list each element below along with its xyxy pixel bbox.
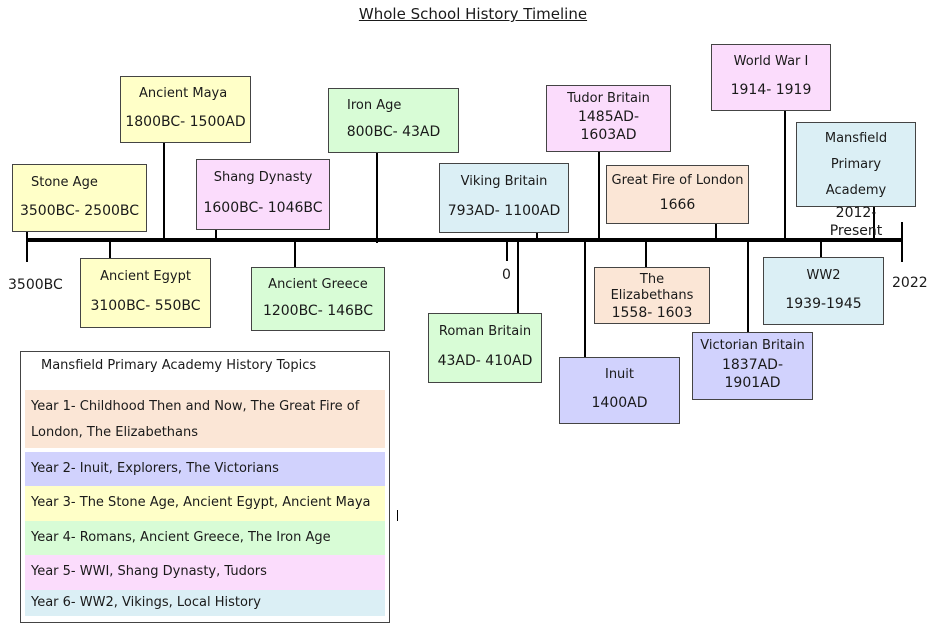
event-name: Inuit xyxy=(604,367,635,383)
axis-zero-label: 0 xyxy=(502,267,511,283)
event-dates: 1200BC- 146BC xyxy=(262,302,374,319)
event-dates: 1600BC- 1046BC xyxy=(203,199,323,216)
event-name: WW2 xyxy=(806,267,841,283)
connector-inuit xyxy=(584,241,586,358)
connector-mansfield-academy xyxy=(873,206,875,240)
axis-end-tick xyxy=(901,222,903,262)
axis-zero-tick xyxy=(506,241,508,261)
event-name: Ancient Greece xyxy=(268,276,368,292)
event-dates: 1485AD- 1603AD xyxy=(577,109,640,144)
event-name: Stone Age xyxy=(31,174,98,190)
event-name: World War I xyxy=(733,54,809,70)
connector-ancient-greece xyxy=(294,241,296,268)
event-mansfield-primary-academy: Mansfield Primary Academy 2012- Present xyxy=(796,122,916,239)
event-dates: 3100BC- 550BC xyxy=(90,298,201,314)
event-name: Ancient Maya xyxy=(139,86,228,102)
connector-victorian-britain xyxy=(747,241,749,333)
event-name: Ancient Egypt xyxy=(100,269,191,284)
event-ancient-maya: Ancient Maya 1800BC- 1500AD xyxy=(120,76,251,143)
connector-great-fire xyxy=(715,210,717,240)
event-the-elizabethans: The Elizabethans 1558- 1603 xyxy=(594,267,710,324)
event-dates: 1939-1945 xyxy=(785,295,862,312)
axis-start-label: 3500BC xyxy=(8,277,63,293)
event-name: Roman Britain xyxy=(438,324,532,339)
topics-legend: Mansfield Primary Academy History Topics… xyxy=(20,351,390,623)
event-name: Tudor Britain xyxy=(567,90,650,106)
axis-end-label: 2022 xyxy=(892,275,928,291)
timeline-axis xyxy=(26,238,903,242)
connector-roman-britain xyxy=(517,241,519,314)
legend-row-year-5: Year 5- WWI, Shang Dynasty, Tudors xyxy=(25,555,385,590)
event-ww2: WW2 1939-1945 xyxy=(763,257,884,325)
event-ancient-egypt: Ancient Egypt 3100BC- 550BC xyxy=(80,258,211,328)
legend-row-year-3: Year 3- The Stone Age, Ancient Egypt, An… xyxy=(25,486,385,521)
event-name: Victorian Britain xyxy=(700,338,805,353)
connector-ww1 xyxy=(784,110,786,240)
connector-elizabethans xyxy=(645,241,647,268)
legend-row-year-1: Year 1- Childhood Then and Now, The Grea… xyxy=(25,390,385,448)
connector-iron-age xyxy=(376,151,378,243)
event-dates: 43AD- 410AD xyxy=(437,353,533,369)
connector-ww2 xyxy=(820,241,822,258)
event-name: Shang Dynasty xyxy=(213,170,313,186)
event-stone-age: Stone Age 3500BC- 2500BC xyxy=(12,164,147,232)
stray-mark xyxy=(397,510,398,521)
legend-row-year-6: Year 6- WW2, Vikings, Local History xyxy=(25,590,385,616)
axis-start-tick xyxy=(26,224,28,262)
event-world-war-1: World War I 1914- 1919 xyxy=(711,44,831,111)
event-inuit: Inuit 1400AD xyxy=(559,357,680,424)
event-name: Mansfield Primary Academy xyxy=(824,131,888,198)
connector-ancient-egypt xyxy=(109,241,111,259)
event-dates: 800BC- 43AD xyxy=(346,124,441,141)
legend-row-year-4: Year 4- Romans, Ancient Greece, The Iron… xyxy=(25,521,385,555)
event-dates: 1400AD xyxy=(591,394,648,411)
event-name: Viking Britain xyxy=(460,174,548,189)
event-iron-age: Iron Age 800BC- 43AD xyxy=(328,88,459,153)
legend-heading: Mansfield Primary Academy History Topics xyxy=(41,358,317,373)
event-dates: 1666 xyxy=(659,196,696,213)
event-dates: 1558- 1603 xyxy=(611,305,693,321)
event-dates: 1914- 1919 xyxy=(730,81,812,98)
connector-ancient-maya xyxy=(163,141,165,240)
connector-tudor-britain xyxy=(598,151,600,240)
event-tudor-britain: Tudor Britain 1485AD- 1603AD xyxy=(546,85,671,152)
event-shang-dynasty: Shang Dynasty 1600BC- 1046BC xyxy=(196,159,330,230)
event-ancient-greece: Ancient Greece 1200BC- 146BC xyxy=(251,267,385,331)
event-viking-britain: Viking Britain 793AD- 1100AD xyxy=(439,163,569,233)
event-dates: 3500BC- 2500BC xyxy=(19,202,140,219)
legend-row-year-2: Year 2- Inuit, Explorers, The Victorians xyxy=(25,452,385,486)
event-dates: 793AD- 1100AD xyxy=(447,203,561,219)
event-name: Great Fire of London xyxy=(611,173,744,189)
event-roman-britain: Roman Britain 43AD- 410AD xyxy=(428,313,542,383)
event-name: Iron Age xyxy=(347,97,402,113)
event-dates: 2012- Present xyxy=(829,205,883,239)
connector-shang-dynasty xyxy=(215,229,217,240)
event-name: The Elizabethans xyxy=(610,272,694,303)
event-dates: 1800BC- 1500AD xyxy=(125,113,246,130)
event-dates: 1837AD- 1901AD xyxy=(721,357,784,391)
page-title: Whole School History Timeline xyxy=(358,5,588,23)
event-great-fire-of-london: Great Fire of London 1666 xyxy=(606,165,749,224)
event-victorian-britain: Victorian Britain 1837AD- 1901AD xyxy=(692,332,813,400)
